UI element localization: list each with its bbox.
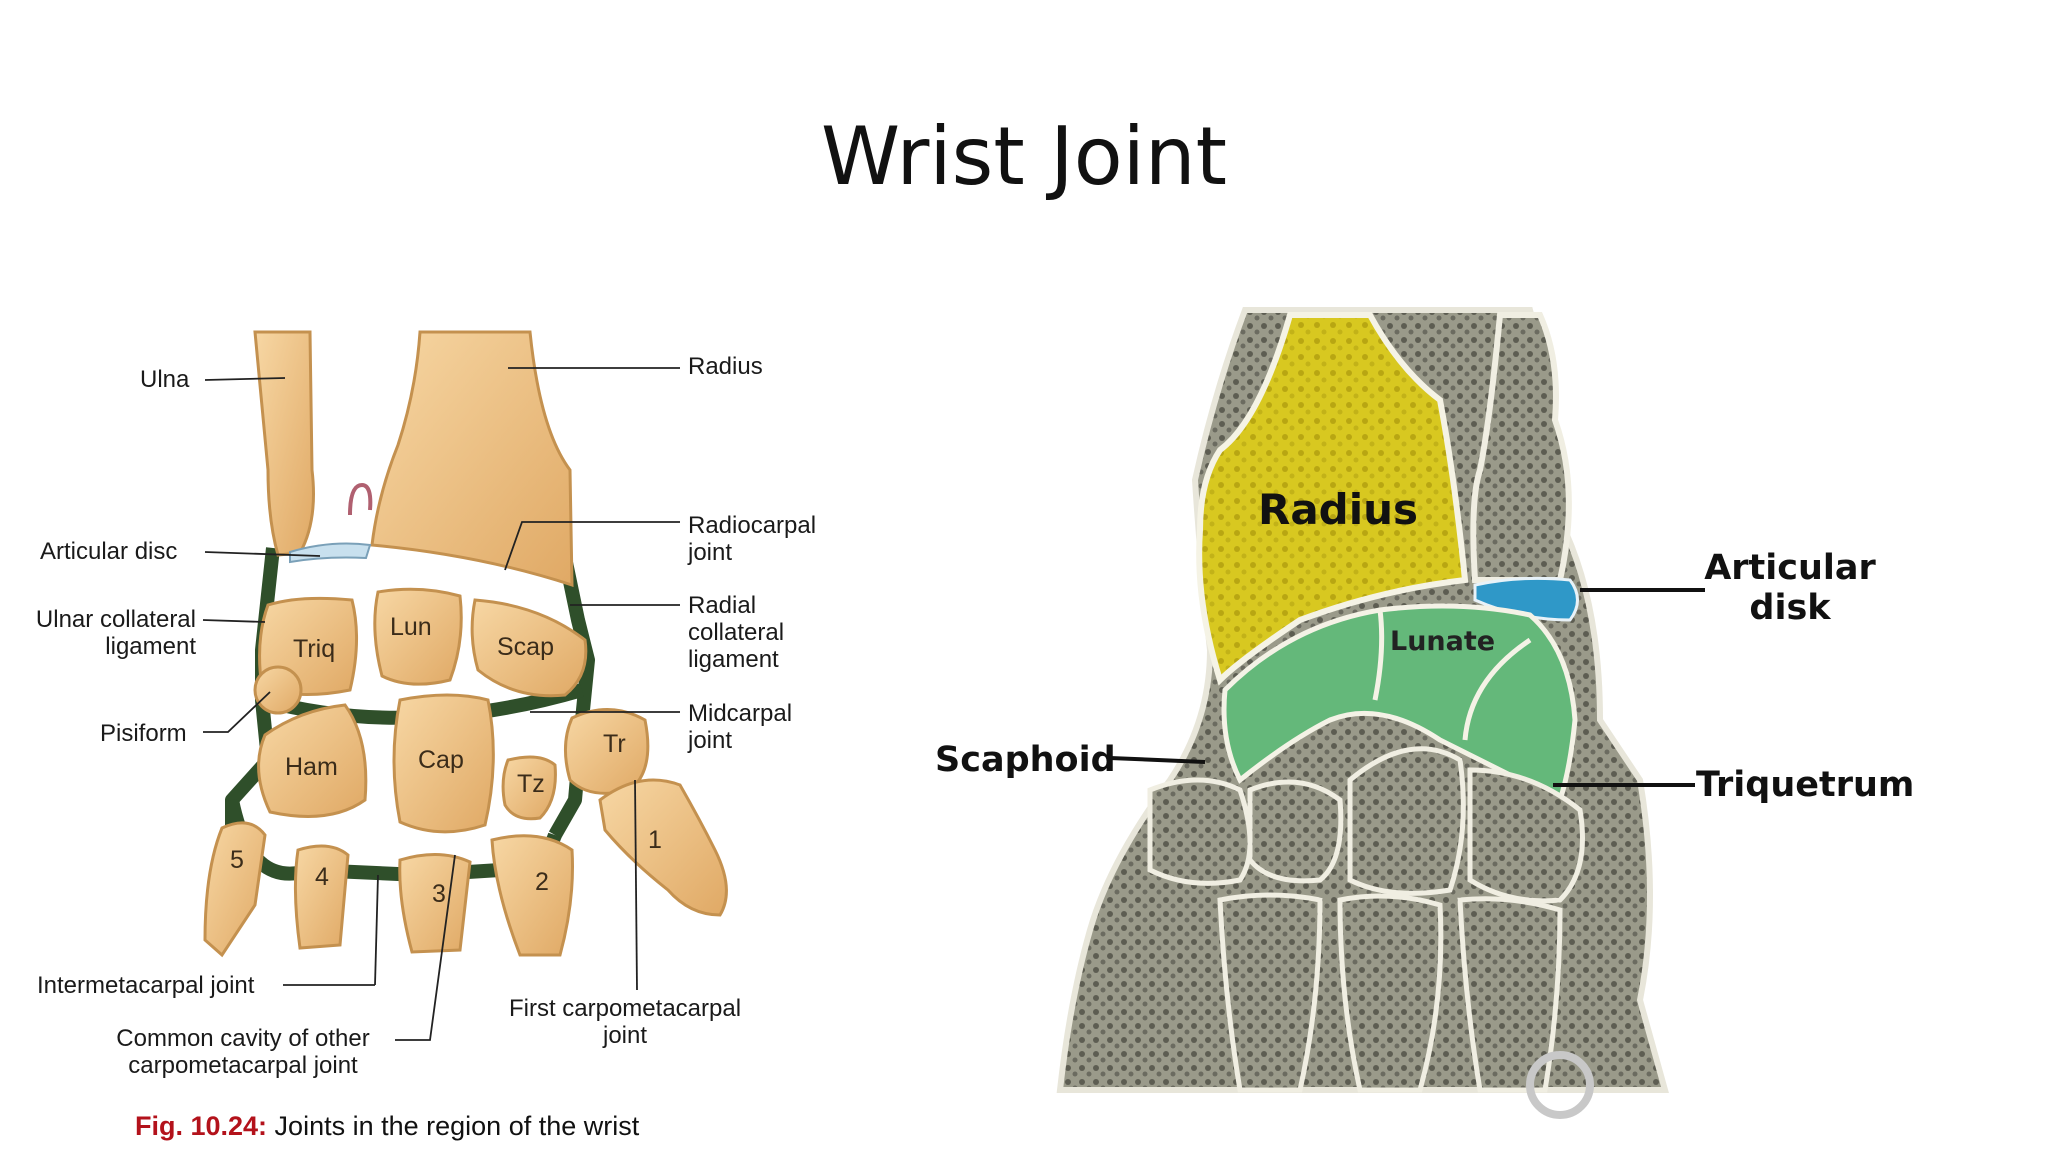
- trapezoid-bone: [501, 755, 557, 821]
- metacarpal-2: [490, 834, 574, 957]
- label-scaphoid: Scaphoid: [935, 740, 1116, 780]
- lunate-bone: [373, 587, 463, 686]
- bone-label-m5: 5: [230, 846, 244, 874]
- slide-title: Wrist Joint: [821, 110, 1227, 203]
- articular-disc-shape: [289, 542, 372, 564]
- capitate-bone: [392, 693, 495, 834]
- bone-label-cap: Cap: [418, 746, 464, 774]
- label-lunate: Lunate: [1390, 626, 1496, 657]
- scaphoid-bone: [470, 598, 588, 698]
- label-triquetrum: Triquetrum: [1696, 765, 1915, 805]
- bone-label-triq: Triq: [293, 635, 335, 663]
- bone-label-tz: Tz: [517, 770, 545, 798]
- bone-label-tr: Tr: [603, 730, 626, 758]
- metacarpal-5: [203, 821, 267, 958]
- bone-label-lun: Lun: [390, 613, 432, 641]
- bone-label-m4: 4: [315, 863, 329, 891]
- metacarpal-bones: [203, 778, 728, 958]
- carpal-bones: [253, 587, 650, 834]
- lower-carpals-section: [1147, 746, 1585, 1093]
- bone-label-ham: Ham: [285, 753, 338, 781]
- bone-label-m2: 2: [535, 868, 549, 896]
- label-articular-disc: Articular disc: [40, 538, 178, 565]
- label-intermetacarpal-joint: Intermetacarpal joint: [37, 972, 255, 999]
- figure-caption: Fig. 10.24: Joints in the region of the …: [135, 1111, 640, 1141]
- bone-label-m3: 3: [432, 880, 446, 908]
- metacarpal-4: [293, 844, 350, 950]
- label-pisiform: Pisiform: [100, 720, 187, 747]
- radius-section: [1196, 312, 1469, 686]
- bone-label-scap: Scap: [497, 633, 554, 661]
- right-leader-lines: [1109, 588, 1705, 787]
- bone-label-m1: 1: [648, 826, 662, 854]
- hamate-bone: [257, 703, 368, 818]
- metacarpal-1: [598, 778, 728, 917]
- left-leader-lines: [202, 367, 680, 1041]
- label-radius-right: Radius: [1258, 485, 1419, 534]
- pisiform-bone: [253, 665, 303, 715]
- label-radius-left: Radius: [688, 353, 763, 380]
- label-ulna: Ulna: [140, 366, 190, 393]
